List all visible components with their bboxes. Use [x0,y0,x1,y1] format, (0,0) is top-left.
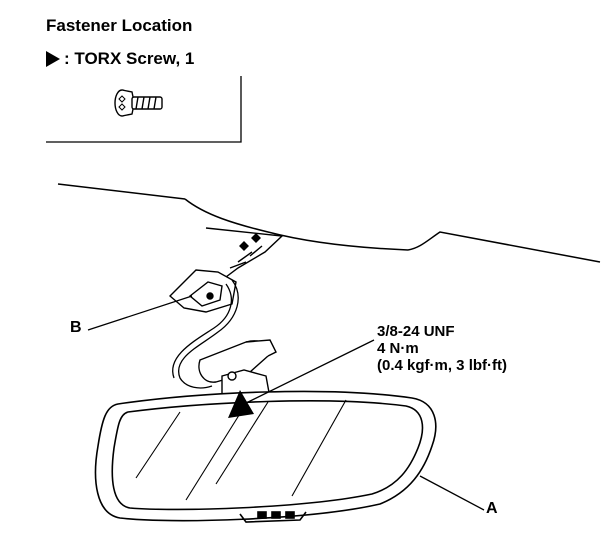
rearview-mirror [94,390,437,523]
triangle-marker-icon [228,390,254,418]
mount-bracket-b [168,227,284,313]
triangle-marker-icon [46,50,60,67]
thread-spec: 3/8-24 UNF [377,323,455,340]
leader-lines [87,295,485,511]
torque-value: 4 N·m [377,340,419,357]
sensor-wire [172,279,239,389]
callout-a: A [486,500,498,517]
legend-title: Fastener Location [46,16,193,35]
torx-screw-icon [114,89,163,117]
torque-alt-value: (0.4 kgf·m, 3 lbf·ft) [377,357,507,374]
legend-item-label: : TORX Screw, 1 [64,49,195,68]
callout-b: B [70,319,82,336]
roof-headliner [57,183,601,263]
legend-item: : TORX Screw, 1 [46,50,194,67]
legend-box [46,76,242,143]
torque-spec: 3/8-24 UNF 4 N·m (0.4 kgf·m, 3 lbf·ft) [377,323,507,374]
